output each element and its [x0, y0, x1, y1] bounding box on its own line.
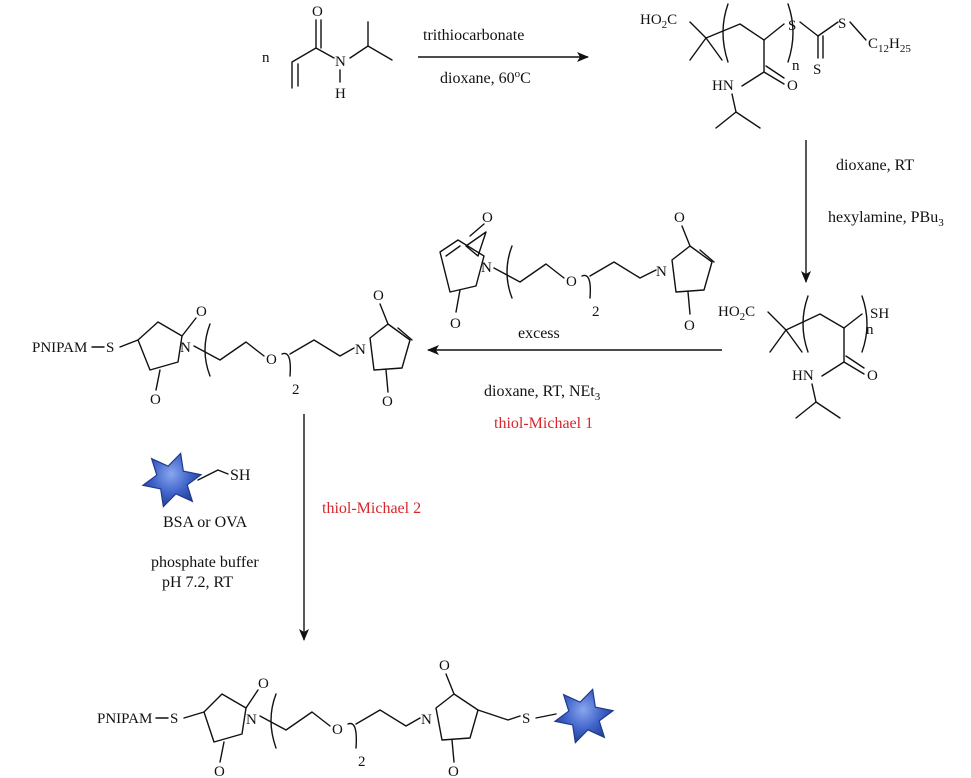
- step3-reaction-name: thiol-Michael 1: [494, 415, 593, 432]
- bmi-repeat-2: 2: [592, 304, 600, 320]
- step1-arrow-group: trithiocarbonate dioxane, 60oC: [418, 27, 589, 87]
- bmi-right-o-bottom: O: [684, 318, 695, 334]
- raft-amide-hn: HN: [712, 78, 734, 94]
- intermediate-o-bottom2: O: [382, 394, 393, 410]
- step2-conditions1: dioxane, RT: [836, 157, 914, 174]
- step3-conditions: dioxane, RT, NEt3: [484, 383, 601, 403]
- protein-star-icon-product: [553, 688, 615, 744]
- raft-repeat-n: n: [792, 58, 800, 74]
- thiol-sh: SH: [870, 306, 889, 322]
- intermediate-s: S: [106, 340, 114, 356]
- raft-acid-label: HO2C: [640, 12, 677, 31]
- step4-arrow-group: SH BSA or OVA phosphate buffer pH 7.2, R…: [141, 414, 421, 641]
- intermediate-o-bottom: O: [150, 392, 161, 408]
- raft-dodecyl: C12H25: [868, 36, 911, 55]
- intermediate-ether-o: O: [266, 352, 277, 368]
- bmi-left-n: N: [481, 260, 492, 276]
- product-s1: S: [170, 711, 178, 727]
- protein-name: BSA or OVA: [163, 514, 248, 531]
- monomer-repeat-n: n: [262, 50, 270, 66]
- intermediate-pnipam: PNIPAM: [32, 340, 87, 356]
- bmi-left-o-top: O: [482, 210, 493, 226]
- raft-s1: S: [788, 18, 796, 34]
- bmi-left-o-bottom: O: [450, 316, 461, 332]
- intermediate-n1: N: [180, 340, 191, 356]
- raft-pnipam: HO2C n S S S C12H25 O HN: [640, 3, 911, 129]
- intermediate-repeat-2: 2: [292, 382, 300, 398]
- product-o1: O: [258, 676, 269, 692]
- raft-amide-o: O: [787, 78, 798, 94]
- thiol-amide-o: O: [867, 368, 878, 384]
- bmi-right-o-top: O: [674, 210, 685, 226]
- raft-s3: S: [838, 16, 846, 32]
- raft-s2: S: [813, 62, 821, 78]
- step4-reaction-name: thiol-Michael 2: [322, 500, 421, 517]
- product-s2: S: [522, 711, 530, 727]
- step2-arrow-group: dioxane, RT hexylamine, PBu3: [801, 140, 944, 283]
- step3-arrow-group: excess dioxane, RT, NEt3 thiol-Michael 1: [427, 325, 722, 432]
- buffer-line1: phosphate buffer: [151, 554, 259, 571]
- nipam-monomer: n O N H: [262, 4, 393, 102]
- step3-excess: excess: [518, 325, 560, 342]
- product-o4: O: [448, 764, 459, 778]
- monomer-amide-n: N: [335, 54, 346, 70]
- step2-conditions2: hexylamine, PBu3: [828, 209, 944, 229]
- monomer-amide-h: H: [335, 86, 346, 102]
- bmi-right-n: N: [656, 264, 667, 280]
- step1-conditions: dioxane, 60oC: [440, 68, 531, 87]
- product-pnipam: PNIPAM: [97, 711, 152, 727]
- bmi-ether-o: O: [566, 274, 577, 290]
- thiol-pnipam: HO2C n SH O HN: [718, 295, 889, 419]
- product-o2: O: [214, 764, 225, 778]
- bioconjugate-product: PNIPAM S O O N O 2 N O O S: [97, 658, 615, 778]
- thiol-repeat-n: n: [866, 322, 874, 338]
- thiol-acid-label: HO2C: [718, 304, 755, 323]
- intermediate-o-top: O: [196, 304, 207, 320]
- product-n1: N: [246, 712, 257, 728]
- product-repeat-2: 2: [358, 754, 366, 770]
- protein-star-icon: [141, 452, 203, 508]
- thiol-amide-hn: HN: [792, 368, 814, 384]
- buffer-line2: pH 7.2, RT: [162, 574, 233, 591]
- protein-sh: SH: [230, 467, 251, 484]
- monomer-carbonyl-o: O: [312, 4, 323, 20]
- bismaleimide-linker: O O N O 2 N O O: [439, 210, 715, 334]
- intermediate-o-top2: O: [373, 288, 384, 304]
- product-n2: N: [421, 712, 432, 728]
- step1-reagent: trithiocarbonate: [423, 27, 524, 44]
- product-ether-o: O: [332, 722, 343, 738]
- product-o3: O: [439, 658, 450, 674]
- pnipam-maleimide-intermediate: PNIPAM S O O N O 2 N O O: [32, 288, 413, 410]
- intermediate-n2: N: [355, 342, 366, 358]
